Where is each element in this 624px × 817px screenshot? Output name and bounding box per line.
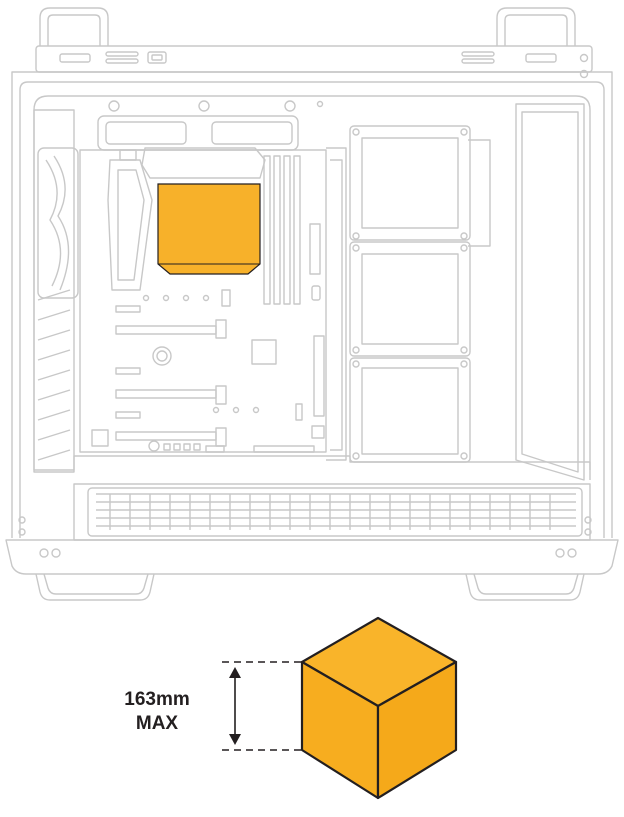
clearance-value: 163mm [112,688,202,712]
clearance-max: MAX [112,712,202,736]
pc-case-icon [6,8,618,600]
cpu-cooler-block [158,184,260,274]
clearance-label: 163mm MAX [112,688,202,736]
height-arrow-icon [222,662,302,750]
cpu-cooler-cube-icon [302,618,456,798]
